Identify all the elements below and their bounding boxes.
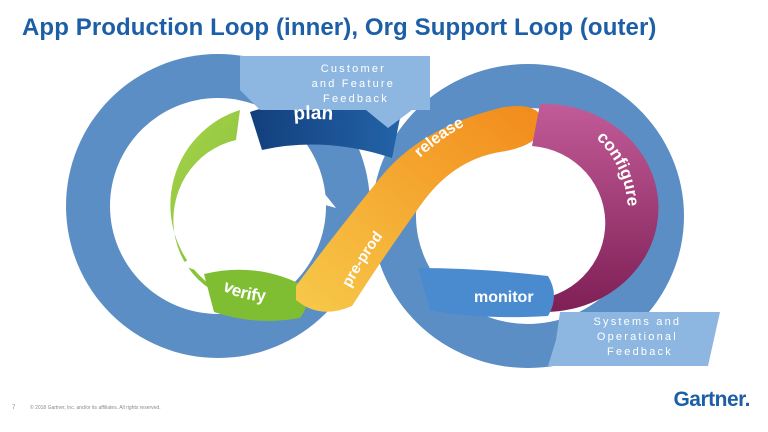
- preprod-release-segment: [296, 106, 544, 312]
- stage-label-plan: plan: [293, 103, 334, 125]
- customer-feedback-line-1: Customer: [321, 63, 386, 75]
- page-number: 7: [12, 405, 16, 411]
- systems-feedback-line-1: Systems and: [593, 316, 681, 328]
- stage-label-monitor: monitor: [474, 289, 534, 306]
- customer-feedback-text: Customer and Feature Feedback: [312, 63, 401, 105]
- gartner-logo-text: Gartner: [673, 388, 745, 411]
- create-verify-segment: [158, 110, 300, 305]
- systems-feedback-line-3: Feedback: [607, 346, 673, 358]
- verify-segment: [204, 269, 307, 321]
- monitor-segment: [418, 268, 554, 318]
- systems-feedback-line-2: Operational: [597, 331, 678, 343]
- slide-title: App Production Loop (inner), Org Support…: [22, 14, 657, 41]
- customer-feedback-line-3: Feedback: [323, 93, 389, 105]
- plan-segment: [250, 101, 400, 208]
- systems-feedback-text: Systems and Operational Feedback: [593, 316, 686, 358]
- gartner-logo-dot: .: [744, 388, 751, 411]
- copyright-notice: © 2018 Gartner, Inc. and/or its affiliat…: [30, 405, 161, 411]
- customer-feedback-callout: [240, 56, 430, 128]
- configure-segment: [520, 103, 659, 312]
- customer-feedback-line-2: and Feature: [312, 78, 396, 90]
- gartner-logo: Gartner.: [673, 388, 750, 412]
- systems-feedback-callout: [548, 312, 720, 366]
